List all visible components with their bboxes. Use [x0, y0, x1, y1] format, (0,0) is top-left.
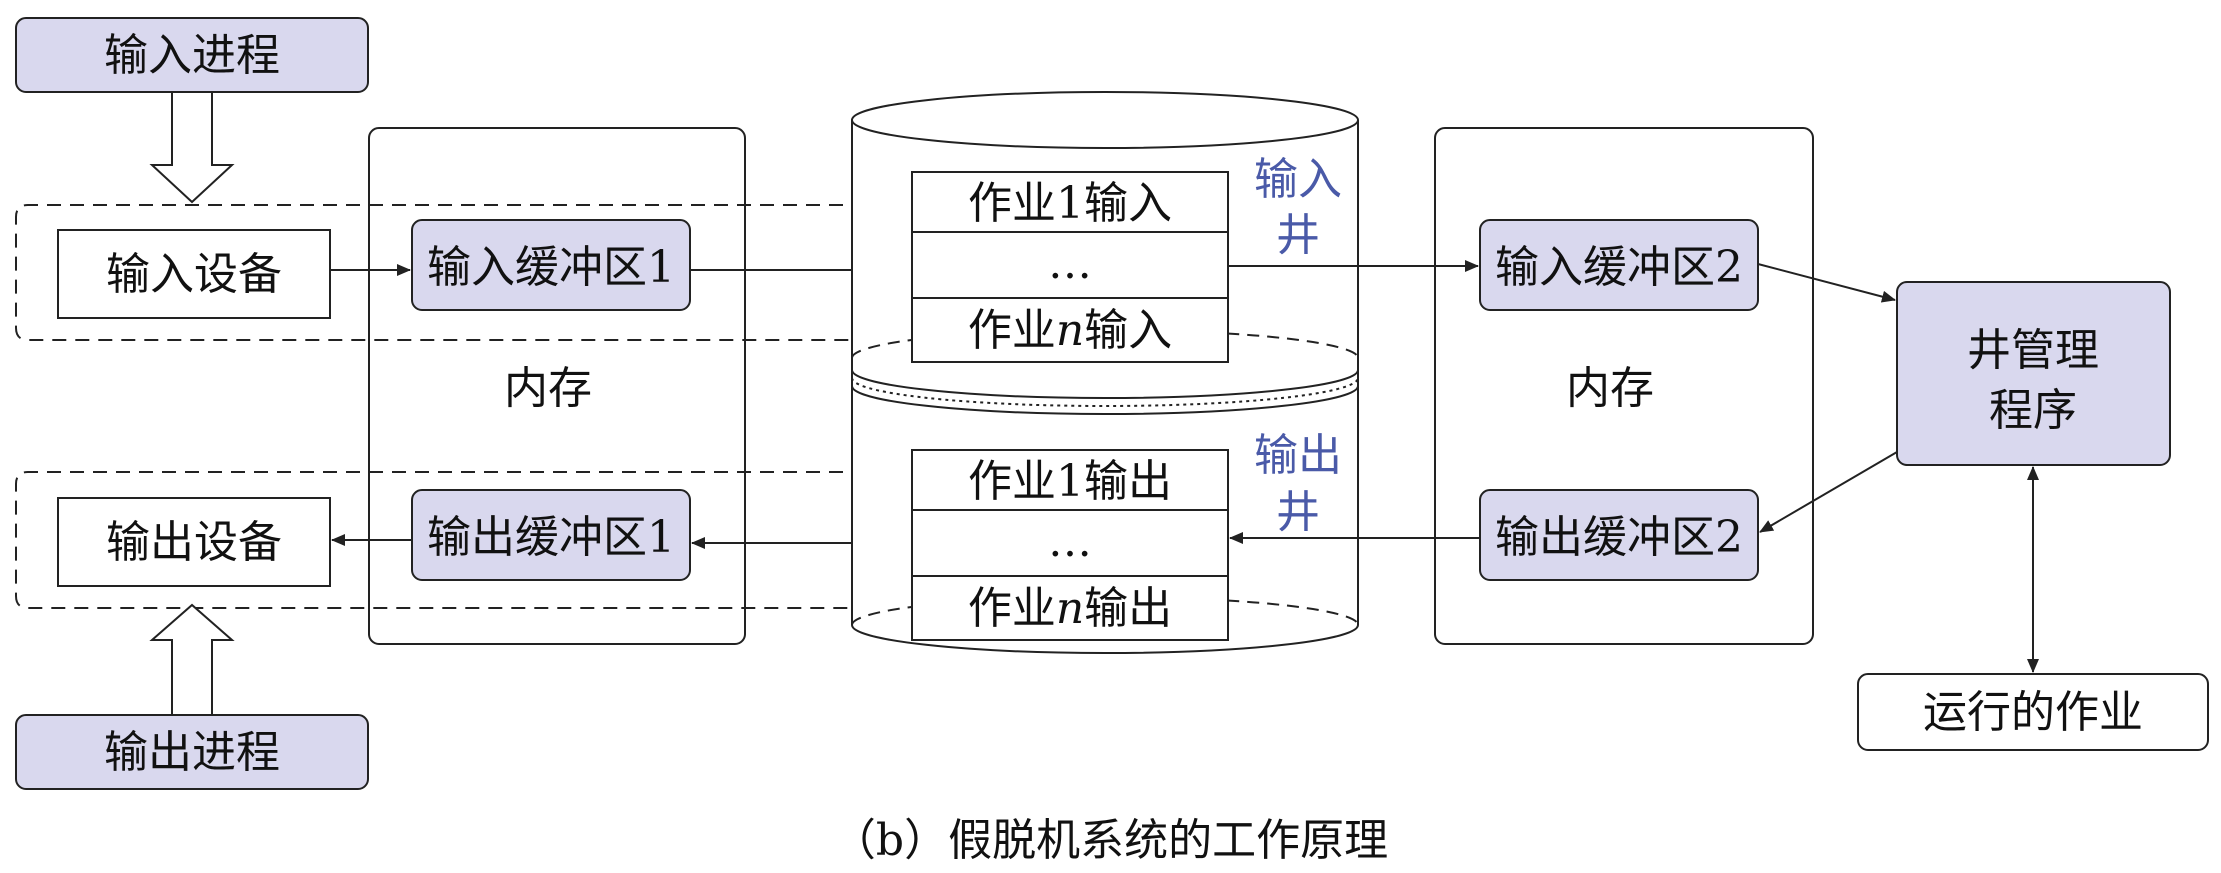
input-well-label-1: 输入: [1254, 154, 1342, 205]
input-hollow-arrow: [149, 91, 235, 204]
input-process-label: 输入进程: [104, 30, 280, 81]
job1-input-label: 作业1输入: [968, 178, 1172, 229]
input-process-box: 输入进程: [15, 17, 369, 93]
well-manager-box: 井管理 程序: [1896, 281, 2171, 466]
output-device-label: 输出设备: [106, 517, 282, 568]
input-device-label: 输入设备: [106, 249, 282, 300]
figure-caption: （b）假脱机系统的工作原理: [832, 815, 1388, 866]
well-manager-label-1: 井管理: [1967, 325, 2099, 376]
output-buffer-1-label: 输出缓冲区1: [427, 512, 675, 563]
output-process-label: 输出进程: [104, 727, 280, 778]
output-well-label-1: 输出: [1254, 430, 1342, 481]
well-manager-label-2: 程序: [1989, 385, 2077, 436]
input-buffer-1-label: 输入缓冲区1: [427, 242, 675, 293]
arrow-inbuffer2-to-manager: [1757, 263, 1896, 303]
output-well-table: 作业1输出 … 作业n输出: [911, 449, 1229, 641]
jobn-output-label: 作业n输出: [968, 583, 1172, 634]
input-well-label-2: 井: [1276, 210, 1320, 261]
output-well-label-2: 井: [1276, 487, 1320, 538]
memory-right-label: 内存: [1566, 363, 1654, 414]
output-process-box: 输出进程: [15, 714, 369, 790]
running-job-box: 运行的作业: [1857, 673, 2209, 751]
memory-right-box: [1434, 127, 1814, 645]
output-hollow-arrow: [149, 603, 235, 716]
arrow-manager-to-outbuffer2: [1759, 451, 1898, 533]
jobn-input-label: 作业n输入: [968, 305, 1172, 356]
job1-output-label: 作业1输出: [968, 456, 1172, 507]
input-buffer-2: 输入缓冲区2: [1479, 219, 1759, 311]
input-device-box: 输入设备: [57, 229, 331, 319]
output-buffer-2: 输出缓冲区2: [1479, 489, 1759, 581]
input-buffer-1: 输入缓冲区1: [411, 219, 691, 311]
output-buffer-1: 输出缓冲区1: [411, 489, 691, 581]
input-well-table: 作业1输入 … 作业n输入: [911, 171, 1229, 363]
input-buffer-2-label: 输入缓冲区2: [1495, 242, 1743, 293]
memory-left-label: 内存: [504, 363, 592, 414]
ellipsis-input: …: [1048, 238, 1092, 289]
memory-left-box: [368, 127, 746, 645]
running-job-label: 运行的作业: [1923, 687, 2143, 738]
output-device-box: 输出设备: [57, 497, 331, 587]
ellipsis-output: …: [1048, 516, 1092, 567]
output-buffer-2-label: 输出缓冲区2: [1495, 512, 1743, 563]
